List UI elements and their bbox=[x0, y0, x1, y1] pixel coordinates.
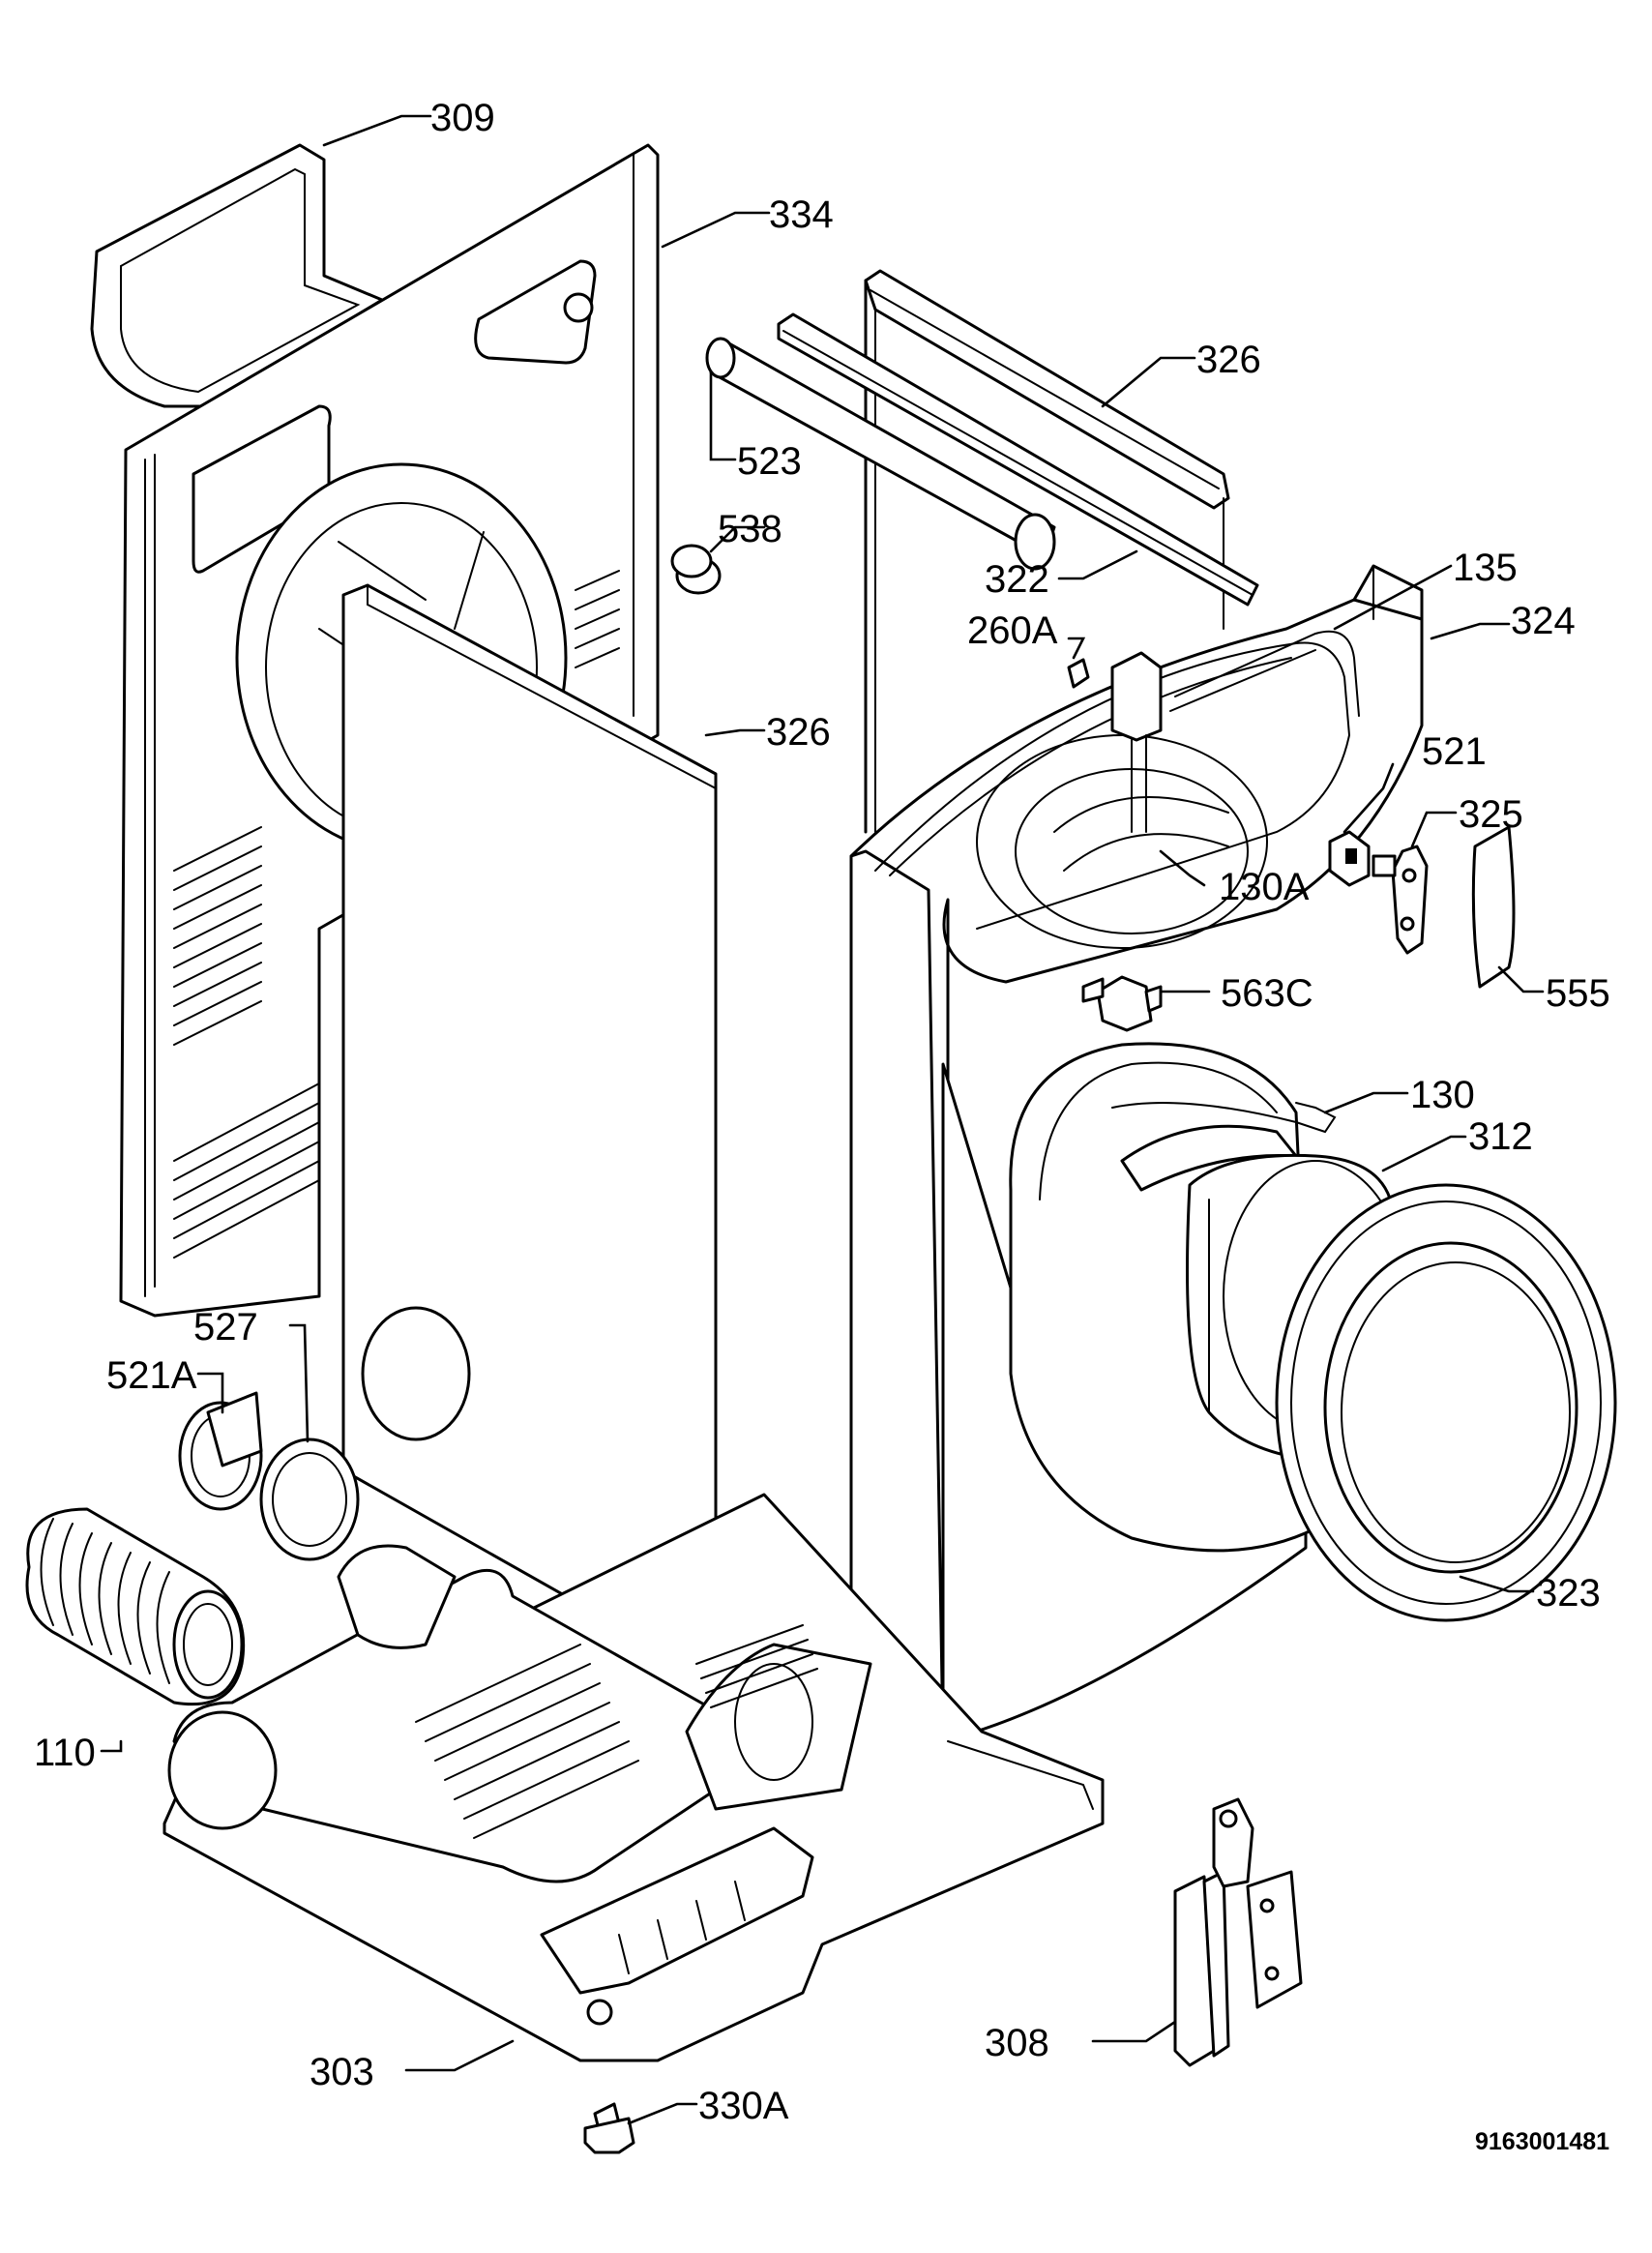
part-323-door-ring bbox=[1275, 1183, 1617, 1622]
callout-555: 555 bbox=[1546, 972, 1610, 1015]
part-527-ring bbox=[259, 1438, 360, 1561]
part-538-bushing bbox=[670, 544, 722, 595]
callout-260A: 260A bbox=[967, 609, 1058, 652]
callout-325: 325 bbox=[1459, 793, 1523, 836]
part-135-seal bbox=[1169, 630, 1360, 717]
callout-130: 130 bbox=[1410, 1074, 1475, 1116]
callout-303: 303 bbox=[310, 2051, 374, 2093]
callout-326-mid: 326 bbox=[766, 711, 831, 754]
callout-309: 309 bbox=[430, 97, 495, 139]
callout-324: 324 bbox=[1511, 600, 1576, 642]
callout-323: 323 bbox=[1536, 1572, 1601, 1615]
callout-527: 527 bbox=[193, 1306, 258, 1349]
callout-110: 110 bbox=[34, 1732, 96, 1774]
callout-labels: 309 334 326 523 538 322 135 260A 324 326… bbox=[34, 97, 1610, 2155]
callout-130A: 130A bbox=[1219, 866, 1310, 908]
part-325-catch bbox=[1372, 845, 1429, 955]
callout-330A: 330A bbox=[698, 2085, 789, 2127]
part-322-rail bbox=[777, 312, 1259, 607]
callout-521: 521 bbox=[1422, 730, 1487, 773]
callout-326-top: 326 bbox=[1196, 339, 1261, 381]
callout-308: 308 bbox=[985, 2022, 1049, 2064]
part-260A-clip bbox=[1067, 658, 1090, 689]
leader-lines bbox=[100, 114, 1545, 2125]
part-326-side-panel bbox=[341, 583, 718, 1661]
callout-135: 135 bbox=[1453, 547, 1518, 589]
part-523-tube bbox=[705, 337, 1056, 571]
part-308-hinge bbox=[1173, 1797, 1303, 2067]
callout-523: 523 bbox=[737, 440, 802, 483]
part-521-switch bbox=[1328, 830, 1371, 887]
part-555-trim bbox=[1471, 825, 1516, 989]
callout-563C: 563C bbox=[1221, 972, 1313, 1015]
document-number: 9163001481 bbox=[1475, 2128, 1609, 2155]
callout-521A: 521A bbox=[106, 1354, 197, 1397]
part-563C-switch bbox=[1081, 975, 1163, 1032]
part-110-hose bbox=[25, 1507, 246, 1706]
part-521A-connector bbox=[178, 1391, 263, 1511]
callout-322: 322 bbox=[985, 558, 1049, 601]
part-130-gasket bbox=[1111, 1102, 1337, 1192]
callout-538: 538 bbox=[718, 508, 782, 550]
callout-334: 334 bbox=[769, 193, 834, 236]
callout-312: 312 bbox=[1468, 1115, 1533, 1158]
part-330A-screw bbox=[583, 2102, 635, 2154]
part-303-base bbox=[162, 1493, 1105, 2062]
